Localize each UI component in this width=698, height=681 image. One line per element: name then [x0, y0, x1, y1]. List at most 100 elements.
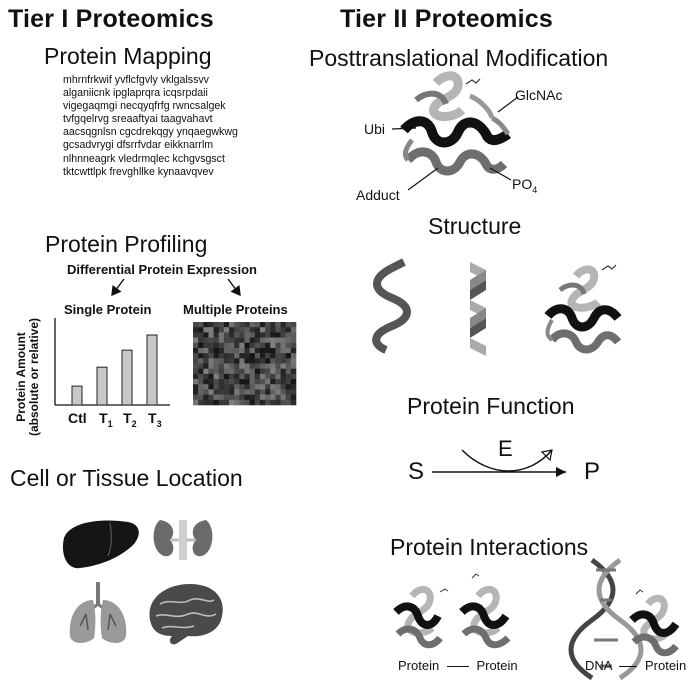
heatmap-cell [198, 332, 204, 338]
heatmap-cell [208, 384, 214, 390]
heatmap-cell [218, 347, 225, 354]
heatmap-cell [193, 373, 199, 380]
sequence-line: vigegaqmgi necqyqfrfg rwncsalgek [63, 100, 226, 113]
heatmap-cell [270, 373, 276, 380]
heatmap-cell [234, 342, 240, 349]
heatmap-cell [265, 394, 271, 401]
heatmap-cell [229, 347, 235, 354]
heatmap-cell [249, 332, 256, 338]
heatmap-cell [239, 394, 245, 401]
heatmap-cell [239, 332, 245, 338]
heatmap-cell [229, 379, 235, 385]
heatmap-cell [208, 394, 214, 401]
heatmap-cell [249, 384, 256, 390]
heatmap-cell [270, 347, 276, 354]
heatmap-cell [234, 384, 240, 390]
heatmap-cell [223, 394, 230, 401]
heatmap-cell [203, 363, 209, 369]
heatmap-cell [254, 327, 261, 333]
heatmap-cell [203, 358, 209, 364]
heatmap-cell [193, 384, 199, 390]
sequence-line: mhrnfrkwif yvflcfgvly vklgalssvv [63, 74, 209, 86]
heatmap-cell [193, 337, 199, 344]
heatmap-cell [254, 363, 261, 369]
heatmap-cell [193, 379, 199, 385]
heatmap-cell [259, 394, 266, 401]
heatmap-cell [290, 394, 297, 401]
heatmap-cell [193, 358, 199, 364]
heatmap-cell [244, 368, 250, 375]
heatmap-cell [249, 322, 256, 328]
heatmap-cell [254, 399, 261, 406]
heatmap-cell [254, 384, 261, 390]
heatmap-cell [275, 368, 281, 375]
heatmap-cell [213, 394, 220, 401]
heatmap-cell [229, 373, 235, 380]
heatmap-cell [270, 332, 276, 338]
heatmap-cell [285, 353, 292, 359]
interaction-right-label: DNA Protein [585, 658, 686, 673]
heatmap-cell [244, 379, 250, 385]
heatmap-cell [203, 337, 209, 344]
heatmap-cell [213, 337, 220, 344]
heatmap-cell [249, 353, 256, 359]
interaction-left-a: Protein [398, 658, 440, 673]
heatmap-cell [244, 389, 250, 395]
heatmap-cell [223, 358, 230, 364]
heatmap-cell [270, 322, 276, 328]
heatmap-cell [223, 353, 230, 359]
heatmap-cell [218, 399, 225, 406]
heatmap-cell [218, 394, 225, 401]
heatmap-cell [270, 389, 276, 395]
heatmap-cell [213, 327, 220, 333]
heatmap-cell [203, 373, 209, 380]
heatmap-cell [270, 394, 276, 401]
heatmap-cell [208, 373, 214, 380]
heatmap-cell [249, 337, 256, 344]
heatmap-cell [265, 332, 271, 338]
heatmap-cell [234, 389, 240, 395]
heatmap-cell [239, 373, 245, 380]
heatmap-cell [193, 368, 199, 375]
heatmap-cell [270, 363, 276, 369]
heatmap-cell [208, 389, 214, 395]
heatmap-cell [275, 332, 281, 338]
alpha-helix-icon [372, 258, 411, 354]
heatmap-cell [280, 332, 286, 338]
heatmap-cell [198, 368, 204, 375]
heatmap-cell [229, 368, 235, 375]
heatmap-cell [234, 373, 240, 380]
heatmap-cell [239, 379, 245, 385]
heatmap-cell [218, 332, 225, 338]
heatmap-cell [270, 379, 276, 385]
differential-expression-label: Differential Protein Expression [67, 262, 257, 277]
heatmap-cell [290, 358, 297, 364]
heatmap-cell [208, 322, 214, 328]
heatmap-cell [270, 384, 276, 390]
heatmap-cell [223, 399, 230, 406]
heatmap-cell [198, 327, 204, 333]
heatmap-cell [239, 363, 245, 369]
sequence-line: aacsqgnlsn cgcdrekqgy ynqaegwkwg [63, 126, 238, 139]
adduct-pointer [407, 167, 439, 191]
sequence-line: tvfgqelrvg sreaaftyai taagvahavt [63, 113, 213, 126]
heatmap-cell [223, 337, 230, 344]
heatmap-cell [254, 389, 261, 395]
heatmap-cell [208, 347, 214, 354]
heatmap-cell [254, 373, 261, 380]
tick-ctl: Ctl [68, 410, 87, 426]
heatmap-cell [280, 358, 286, 364]
heatmap-cell [265, 327, 271, 333]
heatmap-cell [270, 353, 276, 359]
tick-t2: T2 [123, 410, 137, 429]
heatmap-cell [208, 358, 214, 364]
protein-b-icon [459, 573, 511, 649]
heatmap-cell [254, 322, 261, 328]
heatmap-cell [275, 363, 281, 369]
heatmap-cell [234, 368, 240, 375]
heatmap-cell [290, 363, 297, 369]
heatmap-cell [285, 358, 292, 364]
heatmap-cell [223, 327, 230, 333]
